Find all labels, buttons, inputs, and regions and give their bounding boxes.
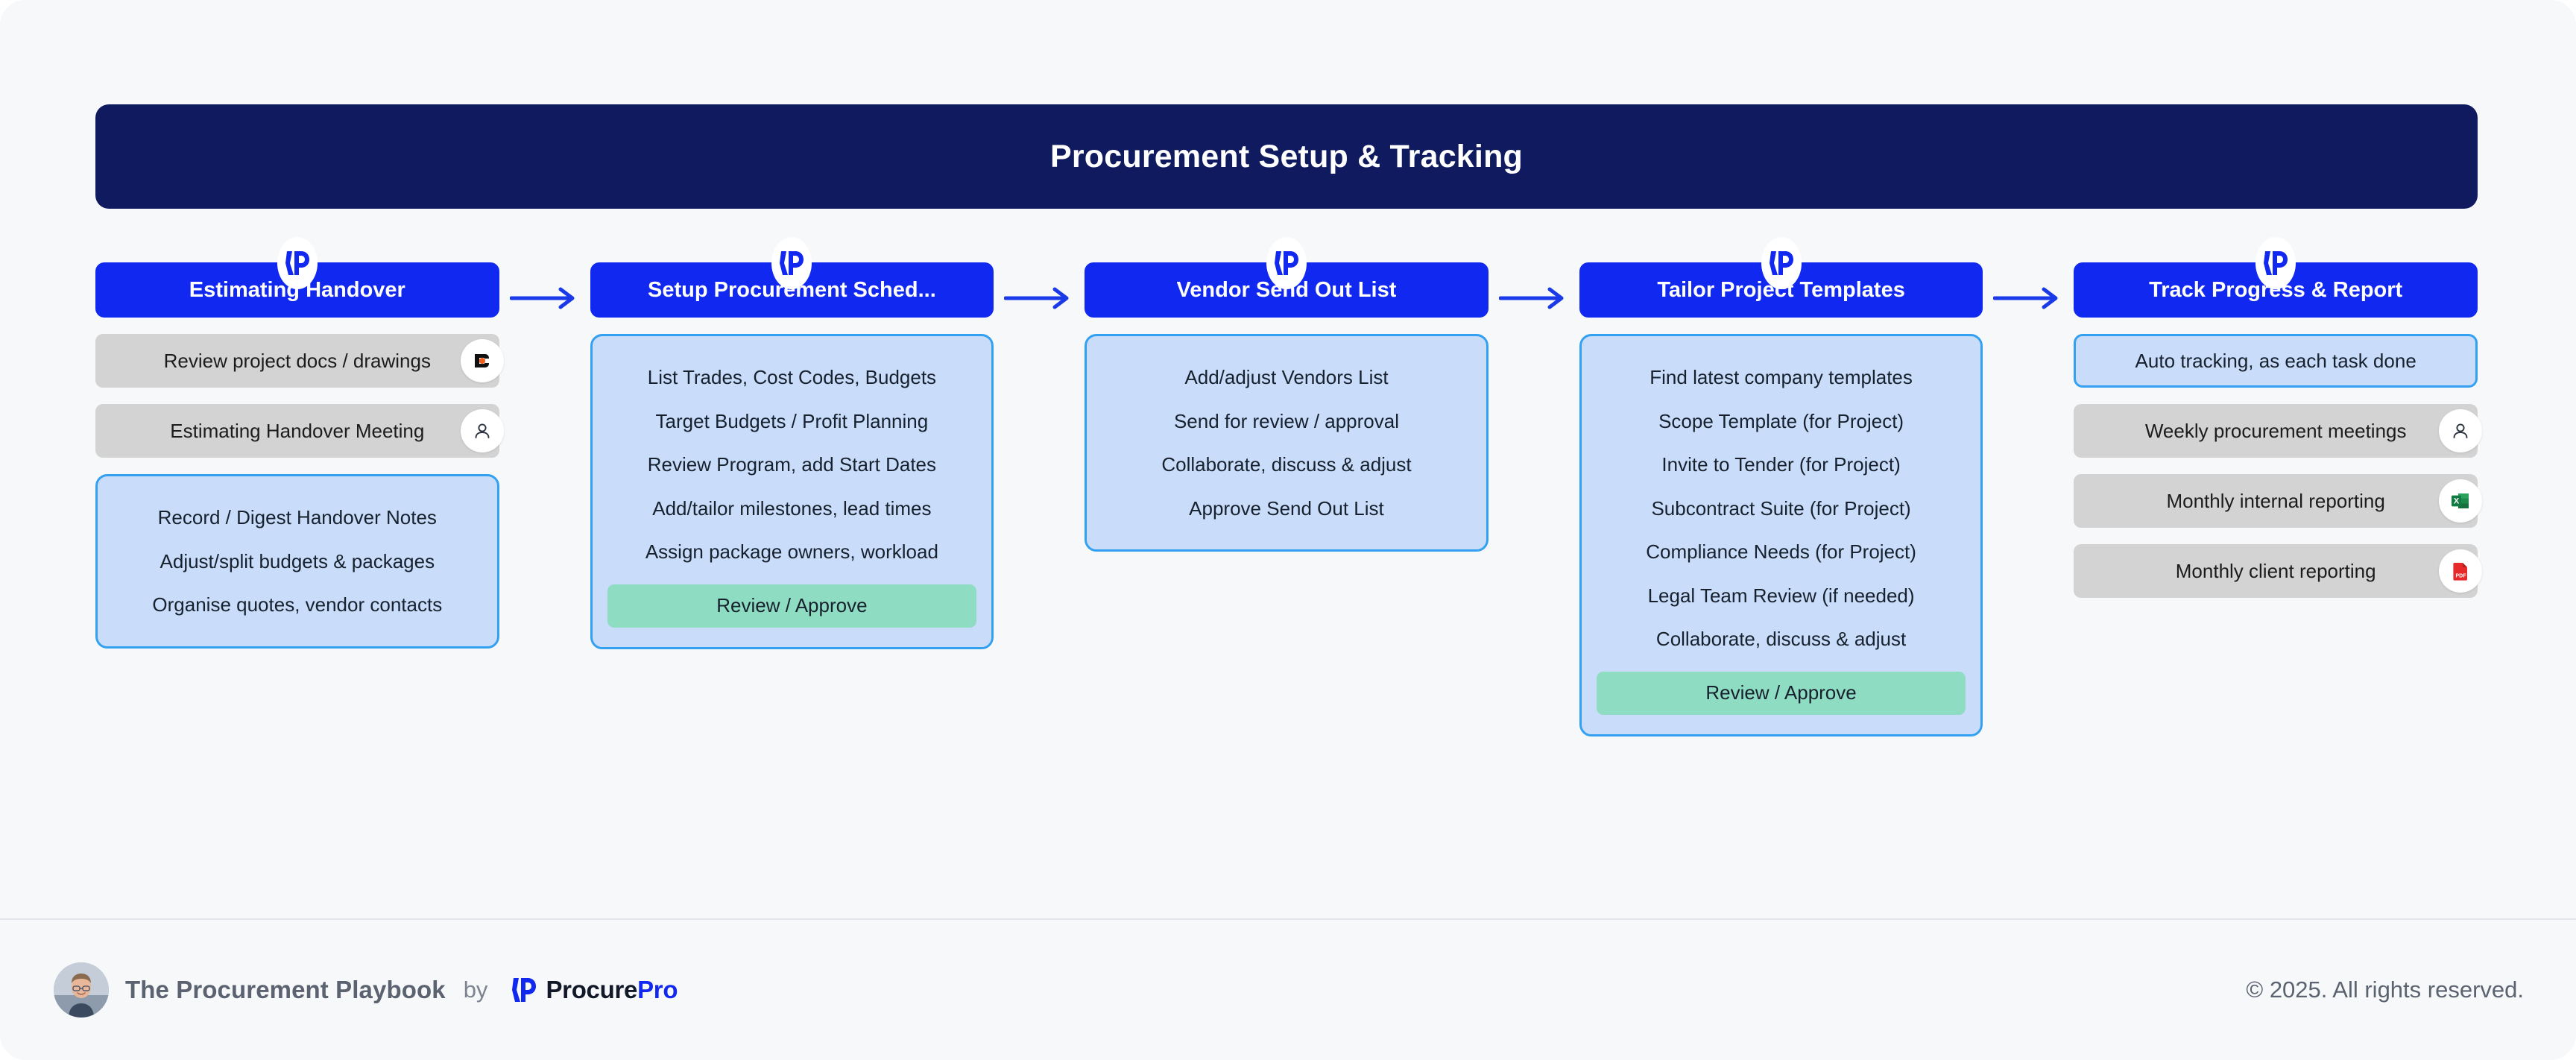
footer: The Procurement Playbook by ProcurePro ©… [0,920,2576,1060]
task-pill[interactable]: Monthly internal reporting X [2074,474,2482,528]
review-approve-button[interactable]: Review / Approve [607,584,977,628]
footer-by: by [463,977,488,1003]
auto-tracking-box: Auto tracking, as each task done [2074,334,2478,388]
panel-item: Organise quotes, vendor contacts [152,593,443,616]
panel-item: Assign package owners, workload [645,540,938,563]
footer-title: The Procurement Playbook [125,976,446,1003]
procurepro-logo-icon [277,237,318,289]
panel-item: Find latest company templates [1650,366,1913,388]
flow-column-setup-procurement-schedule: Setup Procurement Sched... List Trades, … [590,237,994,649]
panel-item: Send for review / approval [1173,409,1399,432]
flow-column-tailor-project-templates: Tailor Project Templates Find latest com… [1579,237,1983,736]
process-flow: Estimating Handover Review project docs … [95,237,2482,736]
detail-panel: List Trades, Cost Codes, Budgets Target … [590,334,994,649]
flow-column-track-progress-report: Track Progress & Report Auto tracking, a… [2074,237,2482,598]
review-approve-button[interactable]: Review / Approve [1596,671,1966,715]
procore-logo-icon [460,339,504,382]
footer-divider [0,918,2576,920]
panel-item: Approve Send Out List [1189,496,1384,520]
brand-name-part1: Procure [546,976,638,1003]
task-pill[interactable]: Review project docs / drawings [95,334,504,388]
panel-item: Collaborate, discuss & adjust [1655,628,1907,650]
avatar [54,962,109,1018]
auto-tracking-label: Auto tracking, as each task done [2135,349,2416,372]
svg-text:X: X [2454,496,2460,505]
column-header-wrap: Vendor Send Out List [1085,237,1489,318]
procurepro-logo-icon [2255,237,2296,289]
panel-item: Add/adjust Vendors List [1184,366,1389,388]
copyright: © 2025. All rights reserved. [2246,977,2524,1003]
column-header-wrap: Estimating Handover [95,237,499,318]
task-pill[interactable]: Weekly procurement meetings [2074,404,2482,458]
page-title: Procurement Setup & Tracking [1049,138,1524,174]
task-pill[interactable]: Estimating Handover Meeting [95,404,504,458]
procurepro-logo-icon [1266,237,1307,289]
panel-item: Adjust/split budgets & packages [160,549,435,572]
detail-panel: Find latest company templates Scope Temp… [1579,334,1983,736]
task-pill-label: Monthly internal reporting [2166,489,2385,512]
procurepro-logo-icon [771,237,812,289]
task-pill-label: Weekly procurement meetings [2144,419,2407,442]
arrow-right-icon [1489,262,1579,334]
brand-name-part2: Pro [637,976,678,1003]
panel-item: Subcontract Suite (for Project) [1651,496,1911,520]
column-header-wrap: Track Progress & Report [2074,237,2478,318]
review-approve-label: Review / Approve [1705,681,1857,704]
person-icon [460,409,504,452]
task-pill-label: Estimating Handover Meeting [170,419,425,442]
panel-item: Review Program, add Start Dates [647,453,937,476]
detail-panel: Add/adjust Vendors List Send for review … [1085,334,1489,552]
excel-icon: X [2438,479,2482,523]
flow-column-vendor-send-out-list: Vendor Send Out List Add/adjust Vendors … [1085,237,1489,552]
panel-item: Legal Team Review (if needed) [1647,584,1915,607]
brand-name: ProcurePro [546,976,678,1004]
task-pill-label: Monthly client reporting [2175,559,2376,582]
pdf-icon: PDF [2438,549,2482,593]
procurepro-logo-icon [1761,237,1802,289]
panel-item: Add/tailor milestones, lead times [652,496,932,520]
page-title-bar: Procurement Setup & Tracking [95,104,2478,209]
flow-column-estimating-handover: Estimating Handover Review project docs … [95,237,504,649]
panel-item: Compliance Needs (for Project) [1646,540,1916,563]
svg-text:PDF: PDF [2455,574,2466,579]
brand-logo-group[interactable]: ProcurePro [511,976,678,1004]
panel-item: Target Budgets / Profit Planning [655,409,929,432]
person-icon [2438,409,2482,452]
footer-left: The Procurement Playbook by ProcurePro [54,962,678,1018]
column-header-wrap: Setup Procurement Sched... [590,237,994,318]
arrow-right-icon [499,262,590,334]
task-pill-label: Review project docs / drawings [163,349,431,372]
column-header-wrap: Tailor Project Templates [1579,237,1983,318]
detail-panel: Record / Digest Handover Notes Adjust/sp… [95,474,499,649]
panel-item: Collaborate, discuss & adjust [1161,453,1412,476]
arrow-right-icon [994,262,1085,334]
review-approve-label: Review / Approve [716,594,868,616]
arrow-right-icon [1983,262,2074,334]
panel-item: Record / Digest Handover Notes [157,506,437,529]
procurepro-logo-icon [511,976,537,1004]
panel-item: Scope Template (for Project) [1658,409,1904,432]
task-pill[interactable]: Monthly client reporting PDF [2074,544,2482,598]
panel-item: Invite to Tender (for Project) [1661,453,1901,476]
panel-item: List Trades, Cost Codes, Budgets [647,366,937,388]
